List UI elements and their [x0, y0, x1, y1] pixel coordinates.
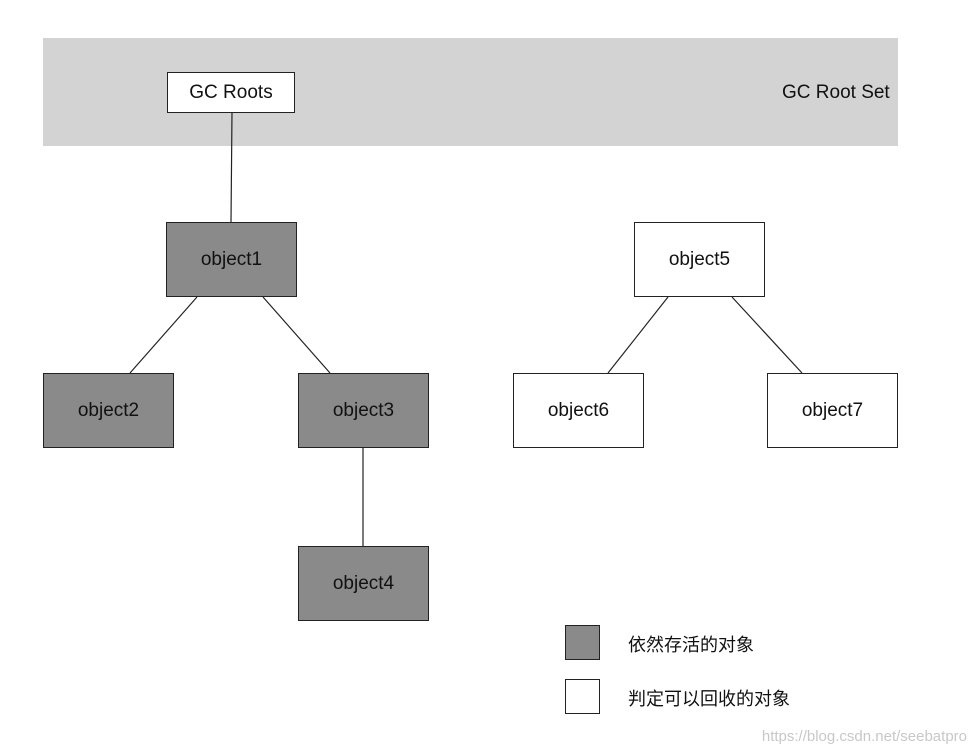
edge-object5-object6 — [607, 296, 669, 374]
legend-alive-swatch — [565, 625, 600, 660]
gc-roots-node: GC Roots — [167, 72, 295, 113]
object2-node: object2 — [43, 373, 174, 448]
legend-collectable-swatch — [565, 679, 600, 714]
edge-object1-object2 — [129, 296, 198, 374]
edge-object1-object3 — [262, 296, 331, 374]
object1-node: object1 — [166, 222, 297, 297]
legend-alive-label: 依然存活的对象 — [628, 635, 754, 656]
watermark-text: https://blog.csdn.net/seebatpro — [761, 728, 967, 745]
object4-node: object4 — [298, 546, 429, 621]
object5-node: object5 — [634, 222, 765, 297]
legend-collectable-label: 判定可以回收的对象 — [628, 689, 790, 710]
object6-node: object6 — [513, 373, 644, 448]
object7-node: object7 — [767, 373, 898, 448]
gc-root-set-label: GC Root Set — [782, 82, 890, 103]
object3-node: object3 — [298, 373, 429, 448]
edge-object5-object7 — [731, 296, 803, 374]
